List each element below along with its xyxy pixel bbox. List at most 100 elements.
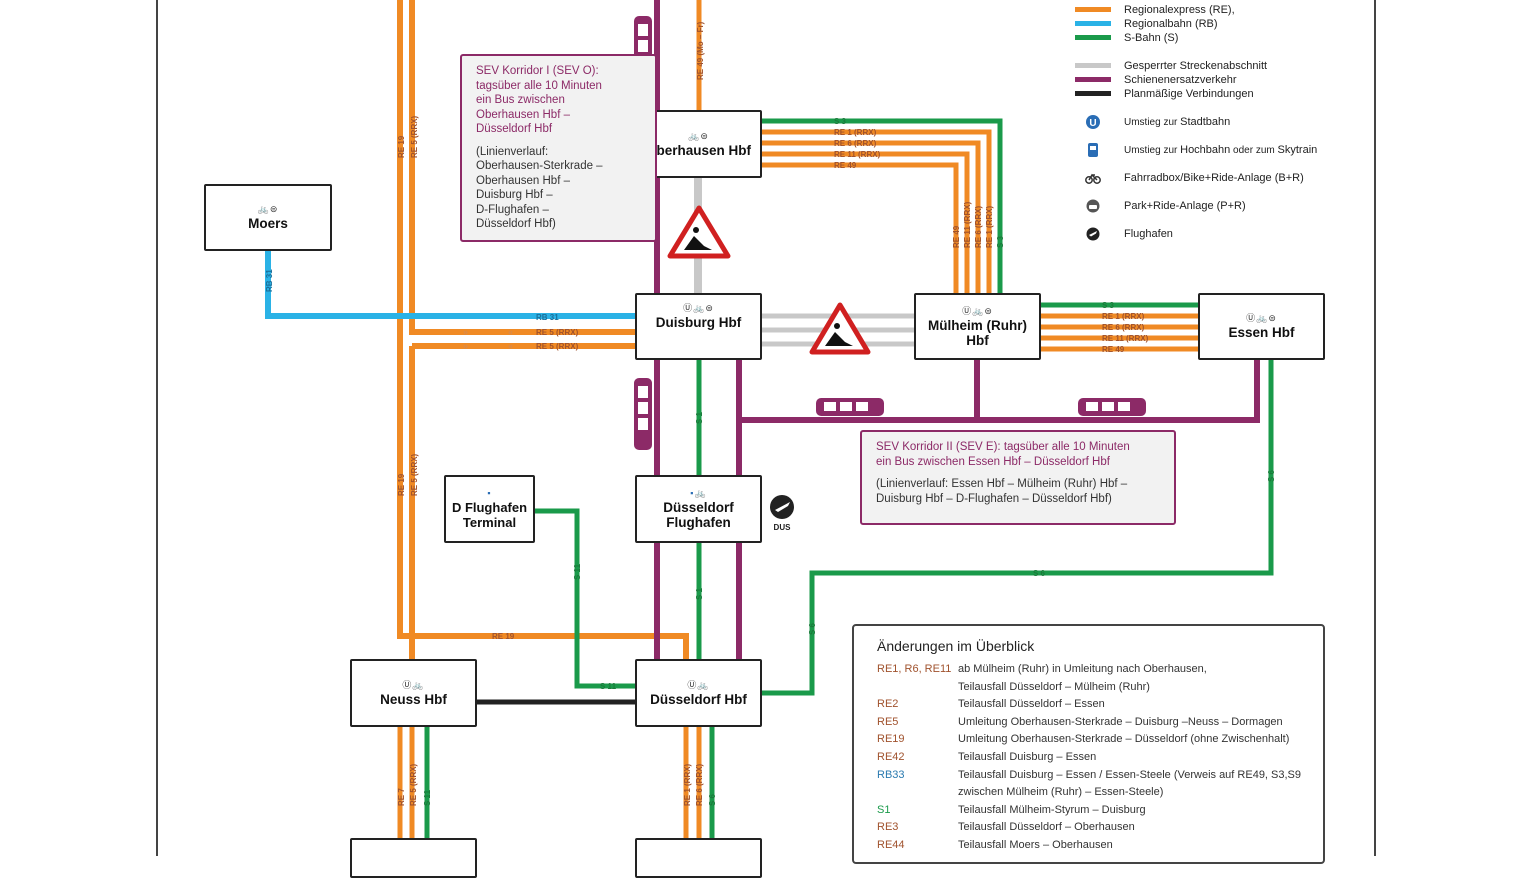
airport-label: DUS (774, 523, 792, 532)
label-s3-es: S 3 (1102, 301, 1115, 310)
legend-icon-bold: Flughafen (1124, 228, 1173, 240)
sev-corridor-1-box: SEV Korridor I (SEV O): tagsüber alle 10… (460, 54, 657, 242)
change-description: Teilausfall Düsseldorf – Essen (958, 698, 1105, 711)
legend-icon-item: Flughafen (1075, 227, 1375, 241)
label-s6-v2: S 6 (808, 622, 817, 635)
change-line-code: RE42 (877, 750, 905, 763)
legend-label: Schienenersatzverkehr (1124, 74, 1237, 86)
line-labels: RE 19 RE 5 (RRX) RE 19 RE 5 (RRX) RE 49 … (265, 21, 1276, 806)
sev-corridor-1-head: SEV Korridor I (SEV O): tagsüber alle 10… (476, 65, 602, 135)
station-south-east[interactable] (635, 838, 762, 878)
station-label: D Flughafen Terminal (451, 500, 528, 530)
label-s6-h: S 6 (1033, 569, 1046, 578)
label-rb31-h: RB 31 (536, 313, 559, 322)
change-line-code: RE44 (877, 838, 905, 851)
ob-mh-bundle (762, 118, 1003, 294)
label-re5-c: RE 5 (RRX) (409, 763, 418, 806)
legend-item: Regionalbahn (RB) (1075, 17, 1375, 31)
station-icons: Ⓤ🚲 (402, 679, 425, 690)
neuss-south-lines (397, 727, 430, 856)
label-re1-v: RE 1 (RRX) (985, 205, 994, 248)
station-neuss-hbf[interactable]: Ⓤ🚲 Neuss Hbf (350, 659, 477, 727)
legend-icon-item: Fahrradbox/Bike+Ride-Anlage (B+R) (1075, 171, 1375, 185)
change-line-code: RE3 (877, 821, 899, 834)
label-s11-v: S 11 (573, 563, 582, 580)
legend-swatch (1075, 35, 1111, 40)
changes-list: RE1, R6, RE11 ab Mülheim (Ruhr) in Umleit… (877, 661, 1323, 855)
change-line-code: RE1, R6, RE11 (877, 663, 952, 675)
label-re11-ob: RE 11 (RRX) (834, 150, 881, 159)
label-s3-v: S 3 (996, 235, 1005, 248)
change-line-code: RE2 (877, 698, 899, 711)
legend-icon-item: Umstieg zur Hochbahn oder zum Skytrain (1075, 143, 1375, 157)
legend-swatch (1075, 7, 1111, 12)
station-south-west[interactable] (350, 838, 477, 878)
legend-label: Regionalexpress (RE), (1124, 4, 1235, 16)
label-re1-c: RE 1 (RRX) (683, 763, 692, 806)
label-re5-b: RE 5 (RRX) (410, 453, 419, 496)
label-re49-ob: RE 49 (834, 161, 857, 170)
change-description: Umleitung Oberhausen-Sterkrade – Düsseld… (958, 733, 1290, 746)
station-label: Duisburg Hbf (655, 315, 742, 330)
change-description: Teilausfall Duisburg – Essen / Essen-Ste… (958, 768, 1302, 799)
legend-item: Gesperrter Streckenabschnitt (1075, 59, 1375, 73)
label-s1-b: S 1 (695, 587, 704, 600)
station-label: Oberhausen Hbf (645, 142, 751, 158)
station-d-flughafen-terminal[interactable]: ▪ D Flughafen Terminal (444, 475, 535, 543)
station-duisburg-hbf[interactable]: Ⓤ🚲⊜ Duisburg Hbf (635, 293, 762, 360)
label-s11-c: S 11 (423, 789, 432, 806)
station-icons: Ⓤ🚲⊜ (962, 305, 993, 316)
station-label: Neuss Hbf (380, 691, 447, 707)
label-rb31-v: RB 31 (265, 269, 274, 292)
change-description: ab Mülheim (Ruhr) in Umleitung nach Ober… (958, 663, 1207, 693)
label-re6-ob: RE 6 (RRX) (834, 139, 877, 148)
station-label: Düsseldorf Hbf (650, 691, 747, 707)
legend-icon-bold: Fahrradbox/Bike+Ride-Anlage (B+R) (1124, 172, 1304, 184)
label-s6-v: S 6 (1267, 469, 1276, 482)
legend-swatch (1075, 91, 1111, 96)
label-re11-v: RE 11 (RRX) (963, 201, 972, 248)
change-row: RE1, R6, RE11 ab Mülheim (Ruhr) in Umleit… (877, 661, 1323, 696)
mh-es-bundle (1041, 302, 1198, 352)
label-s11-h: S 11 (600, 682, 617, 691)
legend-icon-mid: oder zum (1230, 145, 1278, 156)
s-bahn-lines (535, 360, 1274, 696)
bus-icon (1078, 398, 1146, 416)
construction-warning-icon (667, 205, 731, 259)
legend-icon-bold: Park+Ride-Anlage (P+R) (1124, 200, 1246, 212)
legend-item: Regionalexpress (RE), (1075, 3, 1375, 17)
svg-text:U: U (1089, 118, 1096, 129)
station-icons: 🚲⊜ (688, 130, 709, 141)
bike-icon (1085, 170, 1101, 186)
label-re49-mofr: RE 49 (Mo – Fr) (696, 21, 705, 80)
legend-icon-prefix: Umstieg zur (1124, 117, 1181, 128)
dus-south-lines (683, 727, 715, 856)
legend-swatch (1075, 77, 1111, 82)
rb31-line (265, 250, 636, 319)
legend: Regionalexpress (RE), Regionalbahn (RB) … (1075, 3, 1375, 241)
station-moers[interactable]: 🚲⊜ Moers (204, 184, 332, 251)
bus-icon (816, 398, 884, 416)
station-duesseldorf-flughafen[interactable]: ▪🚲 Düsseldorf Flughafen (635, 475, 762, 543)
label-re19-a: RE 19 (397, 135, 406, 158)
change-description: Teilausfall Duisburg – Essen (958, 750, 1097, 763)
label-re6-c: RE 6 (RRX) (695, 763, 704, 806)
station-icons: ▪🚲 (690, 488, 707, 498)
station-duesseldorf-hbf[interactable]: Ⓤ🚲 Düsseldorf Hbf (635, 659, 762, 727)
label-re6-es: RE 6 (RRX) (1102, 323, 1145, 332)
station-muelheim-hbf[interactable]: Ⓤ🚲⊜ Mülheim (Ruhr) Hbf (914, 293, 1041, 360)
legend-icon-bold2: Skytrain (1277, 144, 1318, 156)
svg-text:«: « (508, 341, 513, 351)
label-re5-h1: RE 5 (RRX) (536, 328, 579, 337)
label-re5-h2: RE 5 (RRX) (536, 342, 579, 351)
legend-label: Gesperrter Streckenabschnitt (1124, 60, 1268, 72)
airport-icon (770, 495, 794, 519)
legend-swatch (1075, 63, 1111, 68)
station-essen-hbf[interactable]: Ⓤ🚲⊜ Essen Hbf (1198, 293, 1325, 360)
